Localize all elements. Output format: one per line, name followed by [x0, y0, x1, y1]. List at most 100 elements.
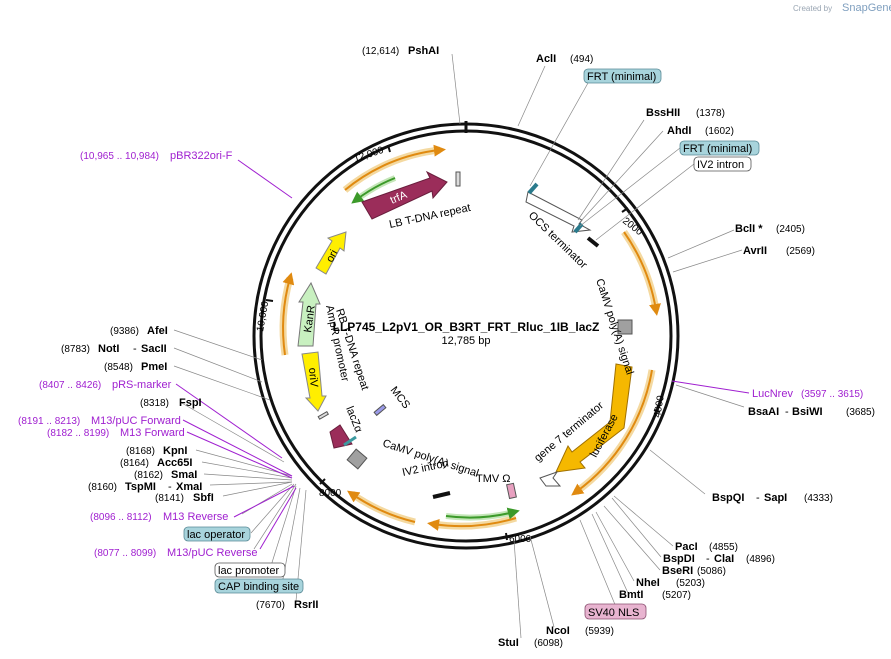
site-afei-name: AfeI — [147, 325, 168, 337]
primer-m13pucrev-name: M13/pUC Reverse — [167, 547, 257, 559]
orf-arc — [623, 231, 661, 316]
primer-lucnrev-name: LucNrev — [752, 388, 793, 400]
site-bmti-pos: (5207) — [662, 590, 691, 601]
tick-mark — [319, 478, 326, 485]
site-bseri-pos: (5086) — [697, 566, 726, 577]
camv-polya-label-left: CaMV poly(A) signal — [381, 437, 480, 479]
site-smai-pos: (8162) — [134, 470, 163, 481]
tick-label-6000: 6000 — [509, 534, 532, 545]
site-rsrii-pos: (7670) — [256, 600, 285, 611]
site-rsrii-name: RsrII — [294, 599, 318, 611]
site-bcli-name: BclI * — [735, 223, 763, 235]
site-bspdi-pos: (4896) — [746, 554, 775, 565]
primer-pbr322-name: pBR322ori-F — [170, 150, 233, 162]
site-ahdi-pos: (1602) — [705, 126, 734, 137]
site-tspmi-name: TspMI — [125, 481, 156, 493]
cap-binding-box — [214, 578, 304, 594]
lac-operator-label: lac operator — [187, 529, 245, 541]
luciferase-feature — [555, 363, 633, 473]
orf-arc — [282, 272, 295, 356]
site-bspqi-name: BspQI — [712, 492, 744, 504]
frt-minimal-box-2 — [679, 140, 760, 156]
orf-arc — [571, 369, 653, 496]
tick-mark — [653, 409, 661, 413]
tick-mark — [265, 299, 274, 302]
site-stui-name: StuI — [498, 637, 519, 649]
primer-m13fwd-name: M13 Forward — [120, 427, 185, 439]
primer-prs-name: pRS-marker — [112, 379, 172, 391]
site-noti-pos: (8783) — [61, 344, 90, 355]
site-noti-name: NotI — [98, 343, 119, 355]
separator: - — [706, 553, 710, 565]
site-ncoi-name: NcoI — [546, 625, 570, 637]
mcs-box — [373, 403, 387, 417]
primer-m13rev-name: M13 Reverse — [163, 511, 228, 523]
tick-label-8000: 8000 — [319, 488, 342, 499]
frt-mark — [527, 182, 539, 195]
site-sbfi-pos: (8141) — [155, 493, 184, 504]
primer-m13pucfwd-name: M13/pUC Forward — [91, 415, 181, 427]
separator: - — [168, 481, 172, 493]
site-paci-name: PacI — [675, 541, 698, 553]
lb-tdna-label: LB T-DNA repeat — [388, 202, 472, 231]
separator: - — [133, 343, 137, 355]
rb-box — [317, 410, 330, 420]
iv2-intron-site-label: IV2 intron — [697, 159, 744, 171]
lac-operator-box — [183, 526, 251, 542]
lb-box — [455, 171, 461, 187]
orf-arc-bg — [621, 229, 660, 311]
lacop-mark — [343, 435, 357, 447]
site-afei-pos: (9386) — [110, 326, 139, 337]
site-acli-pos: (494) — [570, 54, 593, 65]
tick-mark — [387, 144, 391, 153]
cap-binding-label: CAP binding site — [218, 581, 299, 593]
plasmid-length: 12,785 bp — [442, 335, 491, 347]
site-bspqi-pos: (4333) — [804, 493, 833, 504]
green-arc — [445, 507, 520, 520]
site-avrii-name: AvrII — [743, 245, 767, 257]
camv-box — [346, 448, 368, 470]
site-clai-name: ClaI — [714, 553, 734, 565]
watermark-brand: SnapGene — [842, 2, 891, 14]
primer-m13fwd-pos: (8182 .. 8199) — [47, 428, 109, 439]
lacza-arrow — [329, 424, 353, 449]
orf-arc — [347, 490, 416, 523]
primer-lines — [175, 159, 750, 550]
site-bcli-pos: (2405) — [776, 224, 805, 235]
site-nhei-pos: (5203) — [676, 578, 705, 589]
frt-minimal-label-2: FRT (minimal) — [683, 143, 752, 155]
site-acc65i-pos: (8164) — [120, 458, 149, 469]
watermark-prefix: Created by — [793, 4, 832, 13]
plasmid-name: LLP745_L2pV1_OR_B3RT_FRT_Rluc_1IB_lacZ — [333, 320, 600, 334]
tick-label-4000: 4000 — [652, 394, 667, 418]
site-smai-name: SmaI — [171, 469, 197, 481]
site-bseri-name: BseRI — [662, 565, 693, 577]
tick-label-10000: 10,000 — [255, 300, 271, 332]
tick-mark — [621, 207, 629, 213]
ori-label: ori — [324, 248, 340, 264]
sv40-nls-box — [584, 603, 647, 620]
intron-mark — [432, 491, 451, 499]
mcs-label: MCS — [388, 384, 413, 411]
lacza-label: lacZα — [343, 405, 365, 435]
site-psha-name: PshAI — [408, 45, 439, 57]
separator: - — [756, 492, 760, 504]
site-fspi-name: FspI — [179, 397, 202, 409]
lac-promoter-box — [214, 562, 286, 578]
site-sapi-name: SapI — [764, 492, 787, 504]
sv40-nls-label: SV40 NLS — [588, 607, 639, 619]
site-bsiwi-name: BsiWI — [792, 406, 823, 418]
tmv-box — [506, 482, 517, 500]
gene7-arrow — [539, 471, 562, 487]
site-sacii-name: SacII — [141, 343, 167, 355]
primer-m13pucrev-pos: (8077 .. 8099) — [94, 548, 156, 559]
site-bsshii-pos: (1378) — [696, 108, 725, 119]
site-psha-pos: (12,614) — [362, 46, 399, 57]
trfA-feature — [361, 170, 448, 220]
tick-mark — [505, 532, 508, 541]
site-bspdi-name: BspDI — [663, 553, 695, 565]
kanr-feature — [297, 281, 321, 347]
kanr-label: KanR — [302, 304, 318, 333]
site-xmai-name: XmaI — [176, 481, 202, 493]
